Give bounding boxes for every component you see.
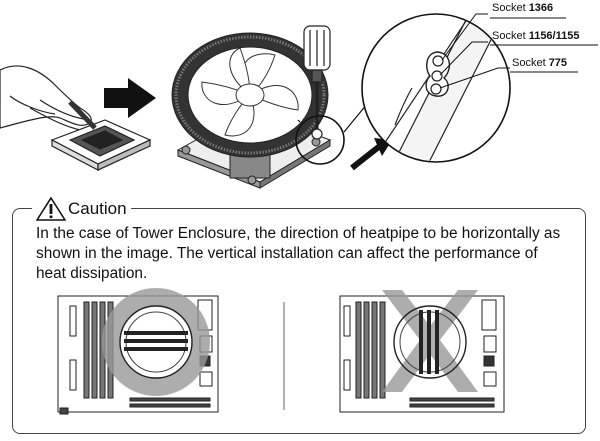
socket-label-1156-1155: Socket 1156/1155 — [492, 30, 580, 42]
socket-label-775: Socket 775 — [512, 57, 568, 69]
warning-triangle-icon — [36, 197, 66, 221]
correct-orientation-circle-icon — [102, 288, 210, 396]
curved-arrow-icon — [350, 143, 382, 171]
caution-title: Caution — [68, 199, 127, 218]
screwdriver-icon — [303, 25, 331, 140]
socket-label-1366: Socket 1366 — [492, 2, 554, 14]
caution-heading: Caution — [32, 197, 131, 221]
arrow-right-icon — [104, 78, 156, 118]
magnified-mounting-hole-icon — [361, 13, 511, 163]
cpu-cooler-icon — [171, 32, 332, 189]
caution-box — [12, 208, 586, 434]
caution-text: In the case of Tower Enclosure, the dire… — [36, 225, 561, 282]
hand-applying-paste-icon — [0, 65, 152, 171]
wrong-orientation-x-icon — [382, 290, 478, 392]
